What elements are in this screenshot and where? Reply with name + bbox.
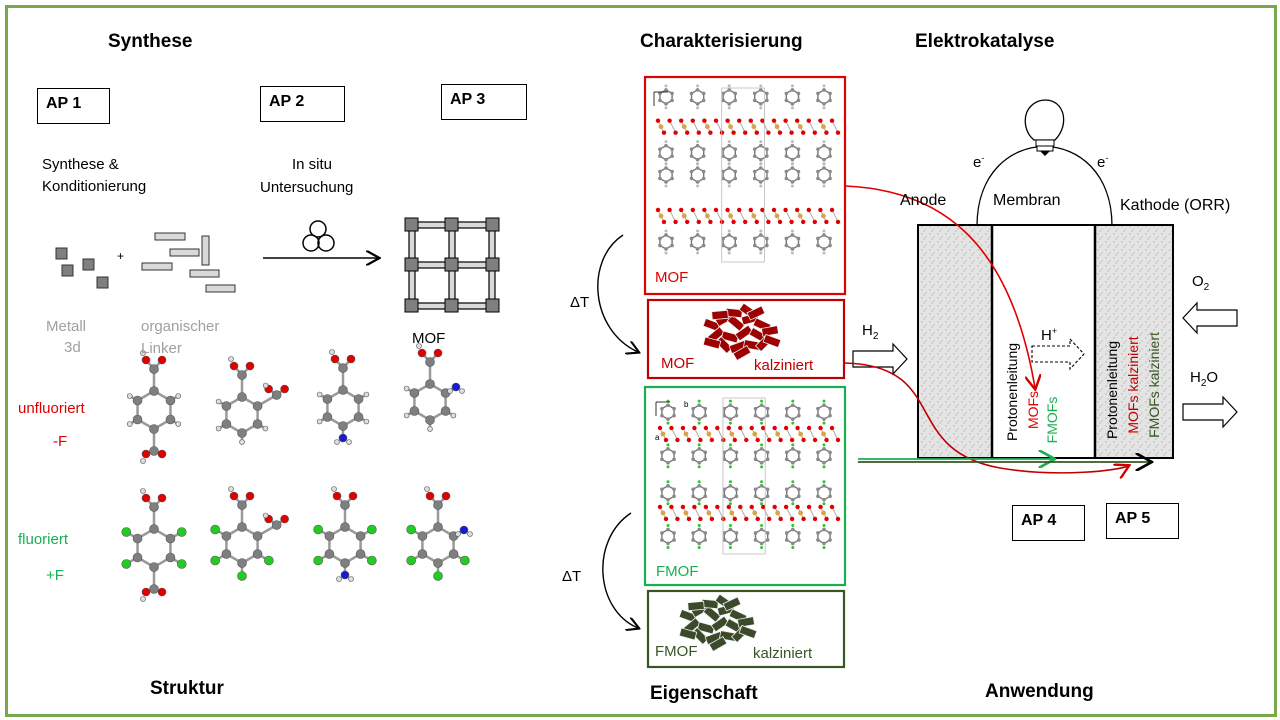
fmof-crystal-structure [655, 397, 841, 555]
cathode-fmofs-calcined: FMOFs kalziniert [1146, 332, 1162, 438]
mof-box-label: MOF [655, 269, 689, 286]
step1-label-line2: Konditionierung [42, 178, 147, 195]
membrane-mofs: MOFs [1025, 390, 1041, 430]
heading-struktur: Struktur [150, 678, 224, 699]
linker-label-line2: Linker [141, 340, 182, 357]
linker-molecule [126, 350, 182, 464]
h2-inlet-arrow [852, 342, 908, 376]
linker-bars [141, 232, 236, 293]
mof-calcined-label: kalziniert [754, 357, 814, 374]
delta-t-arrow-fmof [602, 512, 638, 628]
mof-product-label: MOF [412, 330, 446, 347]
mof-calcined-box [646, 298, 846, 380]
o2-inlet-arrow [1182, 301, 1238, 335]
o2-label: O2 [1192, 273, 1210, 293]
linker-molecule [215, 356, 289, 445]
h2-label: H2 [862, 322, 879, 342]
membrane-fmofs: FMOFs [1044, 396, 1060, 444]
step2-label-line2: Untersuchung [260, 179, 354, 196]
delta-t-arrow-mof [597, 234, 638, 352]
linker-molecule [313, 486, 377, 582]
cathode-label: Kathode (ORR) [1120, 197, 1231, 214]
mof-to-membrane-arrow [844, 185, 1035, 388]
mof-structure-box [643, 75, 847, 296]
linker-molecule [210, 486, 289, 581]
linker-molecule [316, 349, 370, 445]
fmof-box-label: FMOF [656, 563, 699, 580]
ap2-box: AP 2 [260, 86, 345, 122]
fmof-calcined-name: FMOF [655, 643, 698, 660]
metal-label-line2: 3d [64, 339, 81, 356]
light-bulb-icon [1024, 99, 1065, 156]
step2-label-line1: In situ [292, 156, 333, 173]
proton-arrow [1031, 337, 1085, 371]
fmof-calcined-powder [678, 593, 758, 653]
heading-eigenschaft: Eigenschaft [650, 683, 758, 704]
linker-molecule [121, 488, 187, 602]
fuel-cell [917, 224, 1174, 459]
membrane-proton-conduction: Protonenleitung [1004, 342, 1020, 442]
heading-synthese: Synthese [108, 31, 193, 52]
linker-label-line1: organischer [141, 318, 220, 335]
heading-anwendung: Anwendung [985, 681, 1094, 702]
fmof-calcined-label: kalziniert [753, 645, 813, 662]
electron-left-label: e- [973, 153, 985, 171]
ap1-box: AP 1 [37, 88, 110, 124]
proton-label: H+ [1041, 326, 1058, 344]
linker-molecule [403, 343, 465, 432]
h2o-label: H2O [1190, 369, 1219, 389]
metal-label-line1: Metall [46, 318, 87, 335]
cathode-mofs-calcined: MOFs kalziniert [1125, 336, 1141, 434]
delta-t-label-2: ΔT [562, 568, 582, 585]
axis-b-label: b [684, 400, 689, 409]
step1-label-line1: Synthese & [42, 156, 119, 173]
unfluorinated-label: unfluoriert [18, 400, 85, 417]
mof-crystal-structure [653, 84, 841, 263]
ap3-box: AP 3 [441, 84, 527, 120]
outer-frame [5, 5, 1277, 717]
external-circuit [976, 146, 1113, 227]
fluorinated-sign: +F [46, 567, 64, 584]
anode-label: Anode [900, 192, 947, 209]
heading-charakterisierung: Charakterisierung [640, 31, 803, 52]
metal-nodes [55, 247, 109, 289]
heading-elektrokatalyse: Elektrokatalyse [915, 31, 1055, 52]
unfluorinated-sign: -F [53, 433, 68, 450]
axis-a-label: a [655, 433, 660, 442]
ap4-box: AP 4 [1012, 505, 1085, 541]
fmof-structure-box [643, 385, 847, 587]
in-situ-arrow [263, 220, 378, 258]
membrane-label: Membran [993, 192, 1061, 209]
mof-calcined-powder [702, 302, 782, 362]
h2o-outlet-arrow [1182, 395, 1238, 429]
mof-calcined-name: MOF [661, 355, 695, 372]
plus-sign: + [117, 249, 125, 263]
linker-molecule [406, 486, 473, 581]
cathode-proton-conduction: Protonenleitung [1104, 340, 1120, 440]
delta-t-label-1: ΔT [570, 294, 590, 311]
fmof-calcined-box [646, 589, 846, 669]
fluorinated-label: fluoriert [18, 531, 69, 548]
ap5-box: AP 5 [1106, 503, 1179, 539]
mof-grid [404, 217, 500, 313]
linker-molecules [121, 343, 473, 602]
electron-right-label: e- [1097, 153, 1109, 171]
